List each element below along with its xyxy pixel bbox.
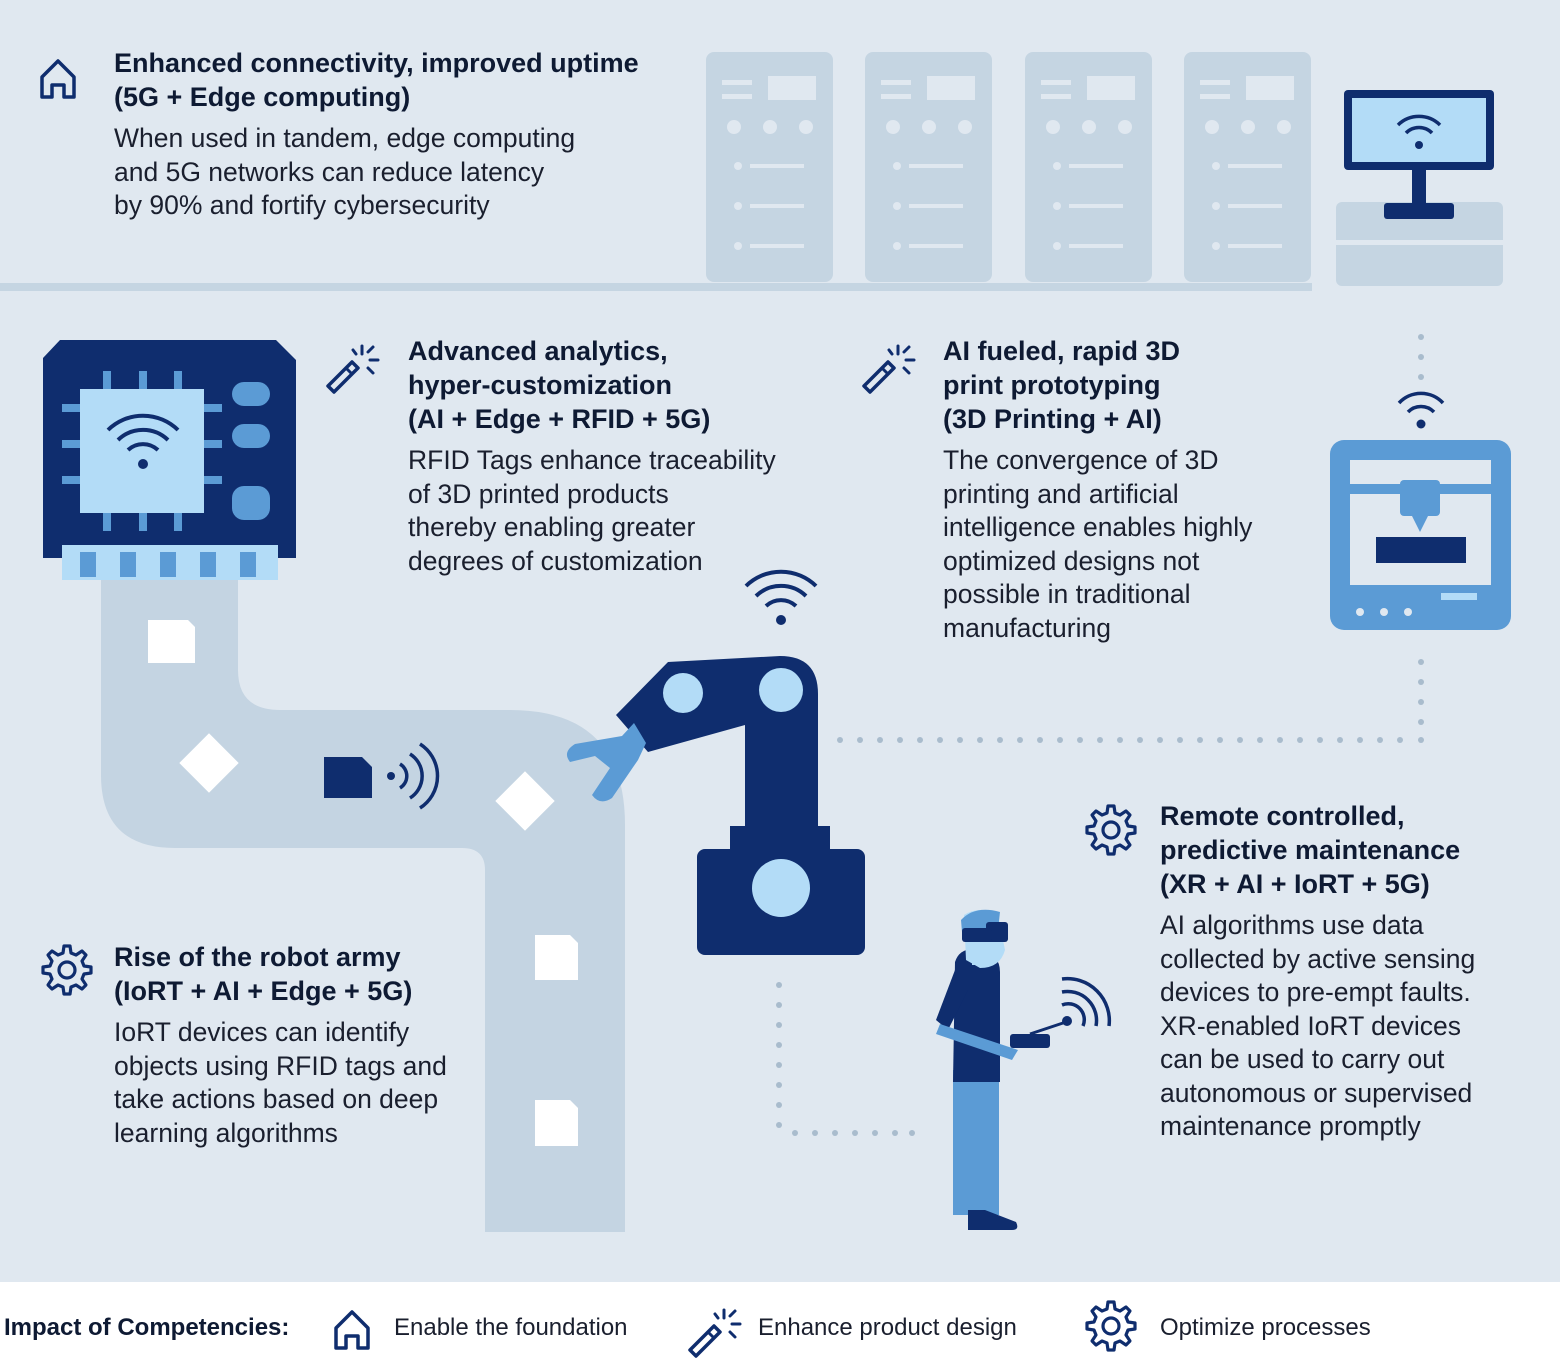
conveyor-belt (101, 578, 625, 1232)
body-line: IoRT devices can identify (114, 1017, 410, 1047)
body-line: collected by active sensing (1160, 943, 1476, 974)
body-line: AI algorithms use data (1160, 910, 1424, 940)
section-printing: AI fueled, rapid 3D print prototyping (3… (943, 334, 1313, 645)
section-body: IoRT devices can identify objects using … (114, 1016, 494, 1150)
body-line: RFID Tags enhance traceability (408, 445, 776, 475)
title-line: predictive maintenance (1160, 835, 1461, 865)
person-vr-operator (936, 909, 1112, 1230)
title-line: (5G + Edge computing) (114, 82, 411, 112)
body-line: autonomous or supervised (1160, 1077, 1473, 1108)
section-body: When used in tandem, edge computing and … (114, 122, 704, 223)
body-line: maintenance promptly (1160, 1111, 1421, 1141)
title-line: Enhanced connectivity, improved uptime (114, 48, 639, 78)
rfid-tag-icon (324, 742, 440, 810)
body-line: devices to pre-empt faults. (1160, 977, 1471, 1007)
body-line: When used in tandem, edge computing (114, 123, 576, 153)
chip-icon (43, 340, 296, 580)
gear-icon (1085, 1300, 1137, 1352)
body-line: printing and artificial (943, 478, 1179, 509)
body-line: by 90% and fortify cybersecurity (114, 190, 490, 220)
body-line: optimized designs not (943, 545, 1200, 576)
body-line: take actions based on deep (114, 1084, 439, 1114)
3d-printer-icon (1330, 391, 1511, 630)
body-line: manufacturing (943, 612, 1111, 643)
house-icon (334, 1310, 370, 1350)
legend-label-processes: Optimize processes (1160, 1314, 1371, 1341)
title-line: (AI + Edge + RFID + 5G) (408, 404, 711, 434)
body-line: The convergence of 3D (943, 445, 1219, 475)
body-line: possible in traditional (943, 579, 1191, 609)
dotted-connector (776, 334, 1424, 1136)
title-line: Remote controlled, (1160, 801, 1405, 831)
server-rack-1 (706, 52, 833, 282)
body-line: and 5G networks can reduce latency (114, 156, 545, 187)
magic-wand-icon (688, 1308, 742, 1358)
server-rack-2 (865, 52, 992, 282)
body-line: thereby enabling greater (408, 512, 696, 542)
section-body: RFID Tags enhance traceability of 3D pri… (408, 444, 828, 578)
section-body: The convergence of 3D printing and artif… (943, 444, 1313, 645)
body-line: intelligence enables highly (943, 512, 1253, 542)
section-title: AI fueled, rapid 3D print prototyping (3… (943, 334, 1313, 436)
title-line: (3D Printing + AI) (943, 404, 1162, 434)
body-line: can be used to carry out (1160, 1044, 1445, 1074)
body-line: of 3D printed products (408, 478, 669, 509)
legend-label-design: Enhance product design (758, 1314, 1017, 1341)
title-line: Rise of the robot army (114, 942, 401, 972)
robot-arm (566, 569, 865, 955)
section-title: Remote controlled, predictive maintenanc… (1160, 799, 1550, 901)
body-line: objects using RFID tags and (114, 1050, 447, 1081)
section-title: Rise of the robot army (IoRT + AI + Edge… (114, 940, 494, 1008)
legend-title: Impact of Competencies: (4, 1314, 290, 1341)
server-rack-4 (1184, 52, 1311, 282)
title-line: print prototyping (943, 370, 1161, 400)
section-title: Enhanced connectivity, improved uptime (… (114, 46, 704, 114)
section-robots: Rise of the robot army (IoRT + AI + Edge… (114, 940, 494, 1150)
body-line: XR-enabled IoRT devices (1160, 1010, 1461, 1041)
body-line: degrees of customization (408, 545, 703, 576)
title-line: hyper-customization (408, 370, 673, 400)
section-title: Advanced analytics, hyper-customization … (408, 334, 828, 436)
title-line: (XR + AI + IoRT + 5G) (1160, 869, 1430, 899)
server-rack-3 (1025, 52, 1152, 282)
section-connectivity: Enhanced connectivity, improved uptime (… (114, 46, 704, 223)
section-analytics: Advanced analytics, hyper-customization … (408, 334, 828, 578)
section-body: AI algorithms use data collected by acti… (1160, 909, 1550, 1144)
title-line: Advanced analytics, (408, 336, 668, 366)
section-maintenance: Remote controlled, predictive maintenanc… (1160, 799, 1550, 1144)
legend-label-foundation: Enable the foundation (394, 1314, 628, 1341)
body-line: learning algorithms (114, 1117, 338, 1148)
monitor-icon (1336, 90, 1503, 286)
title-line: (IoRT + AI + Edge + 5G) (114, 976, 413, 1006)
title-line: AI fueled, rapid 3D (943, 336, 1181, 366)
product-items (148, 620, 578, 1146)
